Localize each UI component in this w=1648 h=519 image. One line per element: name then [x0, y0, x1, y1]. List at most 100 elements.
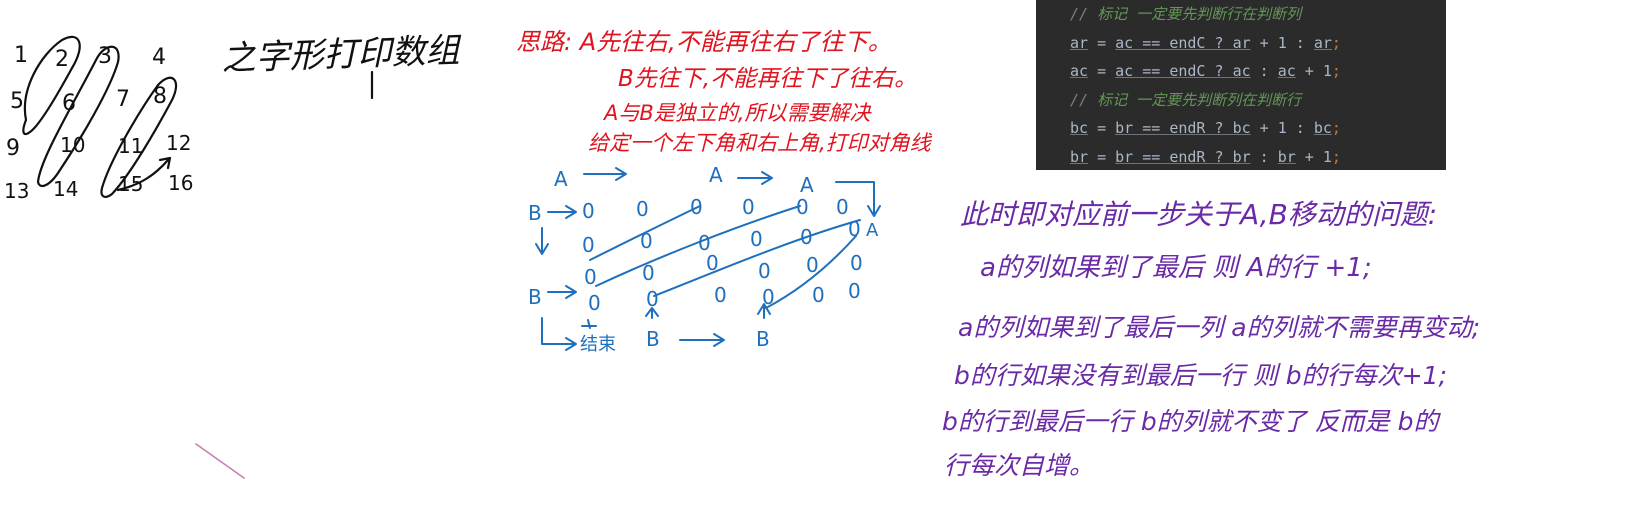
diagonal-loop	[100, 76, 178, 198]
cell: 0	[742, 195, 755, 219]
code-expr: br == endR ?	[1115, 119, 1233, 137]
grid-number: 16	[168, 171, 193, 195]
cell: 0	[836, 195, 849, 219]
b-label: B	[528, 201, 542, 225]
code-line: ar = ac == endC ? ar + 1 : ar;	[1070, 33, 1341, 52]
cell: 0	[812, 283, 825, 307]
thinking-line: B先往下,不能再往下了往右。	[618, 66, 917, 92]
cell: 0	[584, 265, 597, 289]
cell: 0	[698, 231, 711, 255]
diagonal-line	[595, 205, 801, 287]
code-op: + 1 :	[1250, 119, 1314, 137]
a-label: A	[709, 163, 723, 187]
code-line: bc = br == endR ? bc + 1 : bc;	[1070, 119, 1341, 137]
cell: 0	[714, 283, 727, 307]
cell: 0	[706, 251, 719, 275]
title-note: 之字形打印数组	[221, 31, 463, 100]
diagonal-loop	[36, 45, 120, 188]
code-op: :	[1250, 62, 1278, 80]
cell: 0	[582, 233, 595, 257]
cell: 0	[582, 199, 595, 223]
code-var: br	[1070, 147, 1089, 166]
code-var: br	[1277, 147, 1296, 166]
thinking-line: A与B是独立的,所以需要解决	[602, 101, 872, 125]
code-line: ac = ac == endC ? ac : ac + 1;	[1070, 62, 1341, 80]
explanation-line: 行每次自增。	[944, 451, 1094, 480]
cell: 0	[796, 195, 809, 219]
cell: 0	[642, 261, 655, 285]
explanation-line: b的行到最后一行 b的列就不变了 反而是 b的	[942, 407, 1441, 436]
diagonal-arrow	[116, 156, 172, 192]
thinking-line: 思路: A先往右,不能再往右了往下。	[516, 28, 892, 56]
cell: 0	[588, 291, 601, 315]
code-var: ac	[1277, 62, 1296, 80]
code-op: + 1 :	[1250, 33, 1314, 52]
code-var: bc	[1313, 119, 1332, 137]
grid-number: 9	[6, 136, 20, 161]
a-label: A	[554, 167, 568, 191]
comment-prefix: //	[1070, 90, 1098, 109]
diagonal-line	[653, 219, 861, 297]
title-text: 之字形打印数组	[221, 31, 463, 79]
code-op: + 1	[1295, 62, 1332, 80]
explanation-line: 此时即对应前一步关于A,B移动的问题:	[960, 198, 1437, 231]
explanation-line: a的列如果到了最后一列 a的列就不需要再变动;	[958, 313, 1480, 342]
comment-text: 标记 一定要先判断行在判断列	[1097, 5, 1302, 23]
cell: 0	[850, 251, 863, 275]
comment-text: 标记 一定要先判断列在判断行	[1097, 90, 1302, 109]
code-var: ar	[1313, 33, 1332, 52]
grid-number: 1	[14, 43, 28, 68]
grid-number: 15	[118, 172, 143, 196]
matrix-sketch: A A A A B B 结束 B B 0 0 0 0 0 0 0 0 0 0 0…	[528, 163, 881, 355]
code-op: :	[1250, 147, 1278, 166]
cell: 0	[646, 287, 659, 311]
grid-number: 7	[116, 87, 130, 112]
code-var: ac	[1070, 62, 1089, 80]
cell: 0	[636, 197, 649, 221]
end-label: 结束	[580, 334, 616, 355]
diagonal-line	[765, 235, 857, 309]
grid-number: 14	[53, 177, 78, 201]
cell: 0	[806, 253, 819, 277]
diagonal-line	[589, 205, 701, 261]
cell: 0	[750, 227, 763, 251]
code-expr: ac == endC ?	[1115, 62, 1233, 80]
explanation-notes: 此时即对应前一步关于A,B移动的问题: a的列如果到了最后 则 A的行 +1; …	[942, 198, 1480, 480]
code-var: bc	[1070, 119, 1089, 137]
code-var: ar	[1070, 33, 1089, 52]
grid-number: 6	[62, 91, 76, 116]
diagonal-loop	[22, 35, 81, 136]
explanation-line: a的列如果到了最后 则 A的行 +1;	[980, 253, 1372, 283]
grid-number: 13	[4, 179, 29, 203]
cell: 0	[848, 279, 861, 303]
b-label: B	[646, 327, 660, 351]
code-expr: br == endR ?	[1115, 147, 1233, 166]
grid-number: 4	[152, 45, 166, 70]
code-var: ac	[1232, 62, 1251, 80]
cell: 0	[640, 229, 653, 253]
b-label: B	[756, 327, 770, 351]
code-var: bc	[1232, 119, 1251, 137]
code-snippet-panel: // 标记 一定要先判断行在判断列 ar = ac == endC ? ar +…	[1036, 0, 1446, 170]
code-comment: // 标记 一定要先判断行在判断列	[1070, 0, 1480, 29]
stray-stroke	[195, 443, 245, 479]
grid-number: 8	[153, 84, 167, 109]
b-label: B	[528, 285, 542, 309]
code-line: br = br == endR ? br : br + 1;	[1070, 147, 1341, 166]
a-label: A	[800, 173, 814, 197]
thinking-line: 给定一个左下角和右上角,打印对角线	[588, 131, 933, 155]
code-op: + 1	[1295, 147, 1332, 166]
thinking-notes: 思路: A先往右,不能再往右了往下。 B先往下,不能再往下了往右。 A与B是独立…	[516, 28, 933, 155]
grid-number: 5	[10, 89, 24, 114]
grid-number: 3	[98, 44, 112, 69]
cell: 0	[758, 259, 771, 283]
number-grid: 1 2 3 4 5 6 7 8 9 10 11 12 13 14 15 16	[4, 35, 193, 203]
explanation-line: b的行如果没有到最后一行 则 b的行每次+1;	[954, 361, 1447, 390]
grid-number: 12	[166, 131, 191, 155]
code-var: br	[1232, 147, 1251, 166]
grid-number: 11	[118, 134, 143, 158]
code-comment: // 标记 一定要先判断列在判断行	[1070, 86, 1480, 115]
code-var: ar	[1232, 33, 1251, 52]
comment-prefix: //	[1070, 5, 1098, 23]
